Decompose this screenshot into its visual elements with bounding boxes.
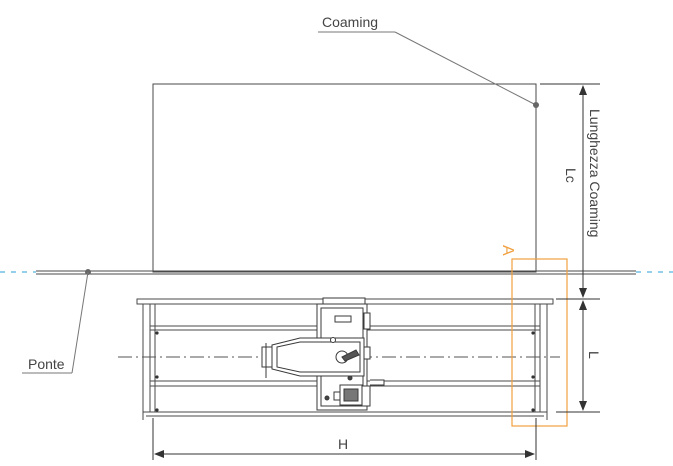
coaming-label: Coaming: [322, 14, 378, 30]
coaming-rect: [152, 83, 537, 273]
h-dimension: [152, 418, 537, 460]
section-a-box: [511, 258, 568, 427]
h-label: H: [338, 436, 348, 452]
ponte-leader: [22, 269, 91, 374]
section-a-label: A: [499, 245, 516, 256]
coaming-leader: [318, 31, 539, 108]
tray-bolts: [155, 331, 535, 412]
lunghezza-coaming-label: Lunghezza Coaming: [587, 109, 603, 237]
locking-mechanism: [261, 297, 385, 411]
lc-label: Lc: [563, 168, 579, 183]
lc-dimension: [540, 83, 600, 300]
ponte-label: Ponte: [28, 356, 65, 372]
l-label: L: [586, 351, 602, 359]
l-dimension: [556, 300, 600, 413]
